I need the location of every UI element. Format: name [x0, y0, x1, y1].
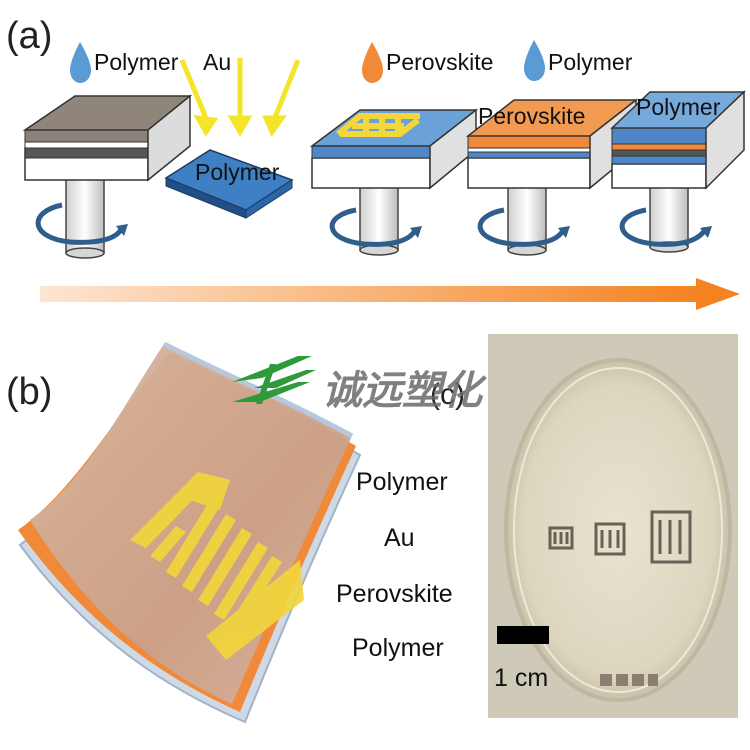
watermark-text: 诚远塑化: [322, 368, 487, 414]
panel-a-label: (a): [6, 15, 52, 57]
step2-layer-label: Polymer: [195, 159, 280, 185]
step3-drop-label: Perovskite: [386, 49, 493, 75]
spin-pillar: [507, 179, 547, 256]
step2-au-deposition: Au Polymer: [164, 49, 301, 219]
perovskite-drop-icon: [362, 42, 383, 83]
step1-drop-label: Polymer: [94, 49, 179, 75]
rotation-arrow: [35, 202, 125, 245]
scale-bar: [497, 626, 549, 644]
rotation-arrowhead: [410, 226, 422, 238]
polymer-substrate: [164, 149, 294, 219]
rotation-arrowhead: [700, 226, 712, 238]
polymer-drop-icon: [524, 40, 545, 81]
layer-label-3: Perovskite: [336, 580, 453, 608]
film-edge-highlight: [162, 341, 354, 439]
layer-label-1: Polymer: [356, 468, 448, 496]
panel-c-label: (c): [430, 378, 465, 411]
step5-spin-coater: Polymer: [610, 90, 746, 253]
step5-layer-label: Polymer: [636, 94, 721, 120]
scale-bar-label: 1 cm: [494, 664, 548, 692]
step4-layer-label: Perovskite: [478, 103, 585, 129]
process-arrow: [40, 278, 740, 310]
layer-legend: Polymer Au Perovskite Polymer: [336, 468, 453, 662]
au-interdigitated-electrode: [130, 472, 304, 660]
layer-label-4: Polymer: [352, 634, 444, 662]
rotation-arrowhead: [116, 224, 128, 236]
step1-spin-coater: Polymer: [22, 42, 193, 259]
step3-spin-coater: Perovskite: [309, 42, 493, 256]
contact-pads: [600, 674, 658, 686]
spin-pillar: [65, 174, 105, 259]
stack-blue: [309, 108, 479, 190]
layer-label-2: Au: [384, 524, 415, 552]
rotation-arrow: [619, 207, 709, 247]
step4-spin-coater: Perovskite Polymer: [465, 40, 639, 256]
rotation-arrow: [477, 207, 567, 247]
flexible-device-illustration: [18, 341, 362, 724]
panel-b-label: (b): [6, 371, 52, 413]
stack-final: [610, 90, 746, 190]
rotation-arrow: [329, 207, 419, 247]
polymer-drop-icon: [70, 42, 91, 83]
watermark: 诚远塑化: [232, 356, 487, 414]
spin-pillar: [359, 179, 399, 256]
top-polymer-film: [30, 344, 352, 704]
watermark-logo-icon: [232, 356, 316, 404]
au-beams: [179, 58, 301, 138]
device-electrodes: [548, 510, 692, 564]
au-electrode-pattern: [336, 113, 420, 137]
device-photo: 1 cm: [488, 334, 738, 718]
stack-grey: [22, 94, 193, 182]
step4-drop-label: Polymer: [548, 49, 633, 75]
step2-beam-label: Au: [203, 49, 231, 75]
rotation-arrowhead: [558, 226, 570, 238]
